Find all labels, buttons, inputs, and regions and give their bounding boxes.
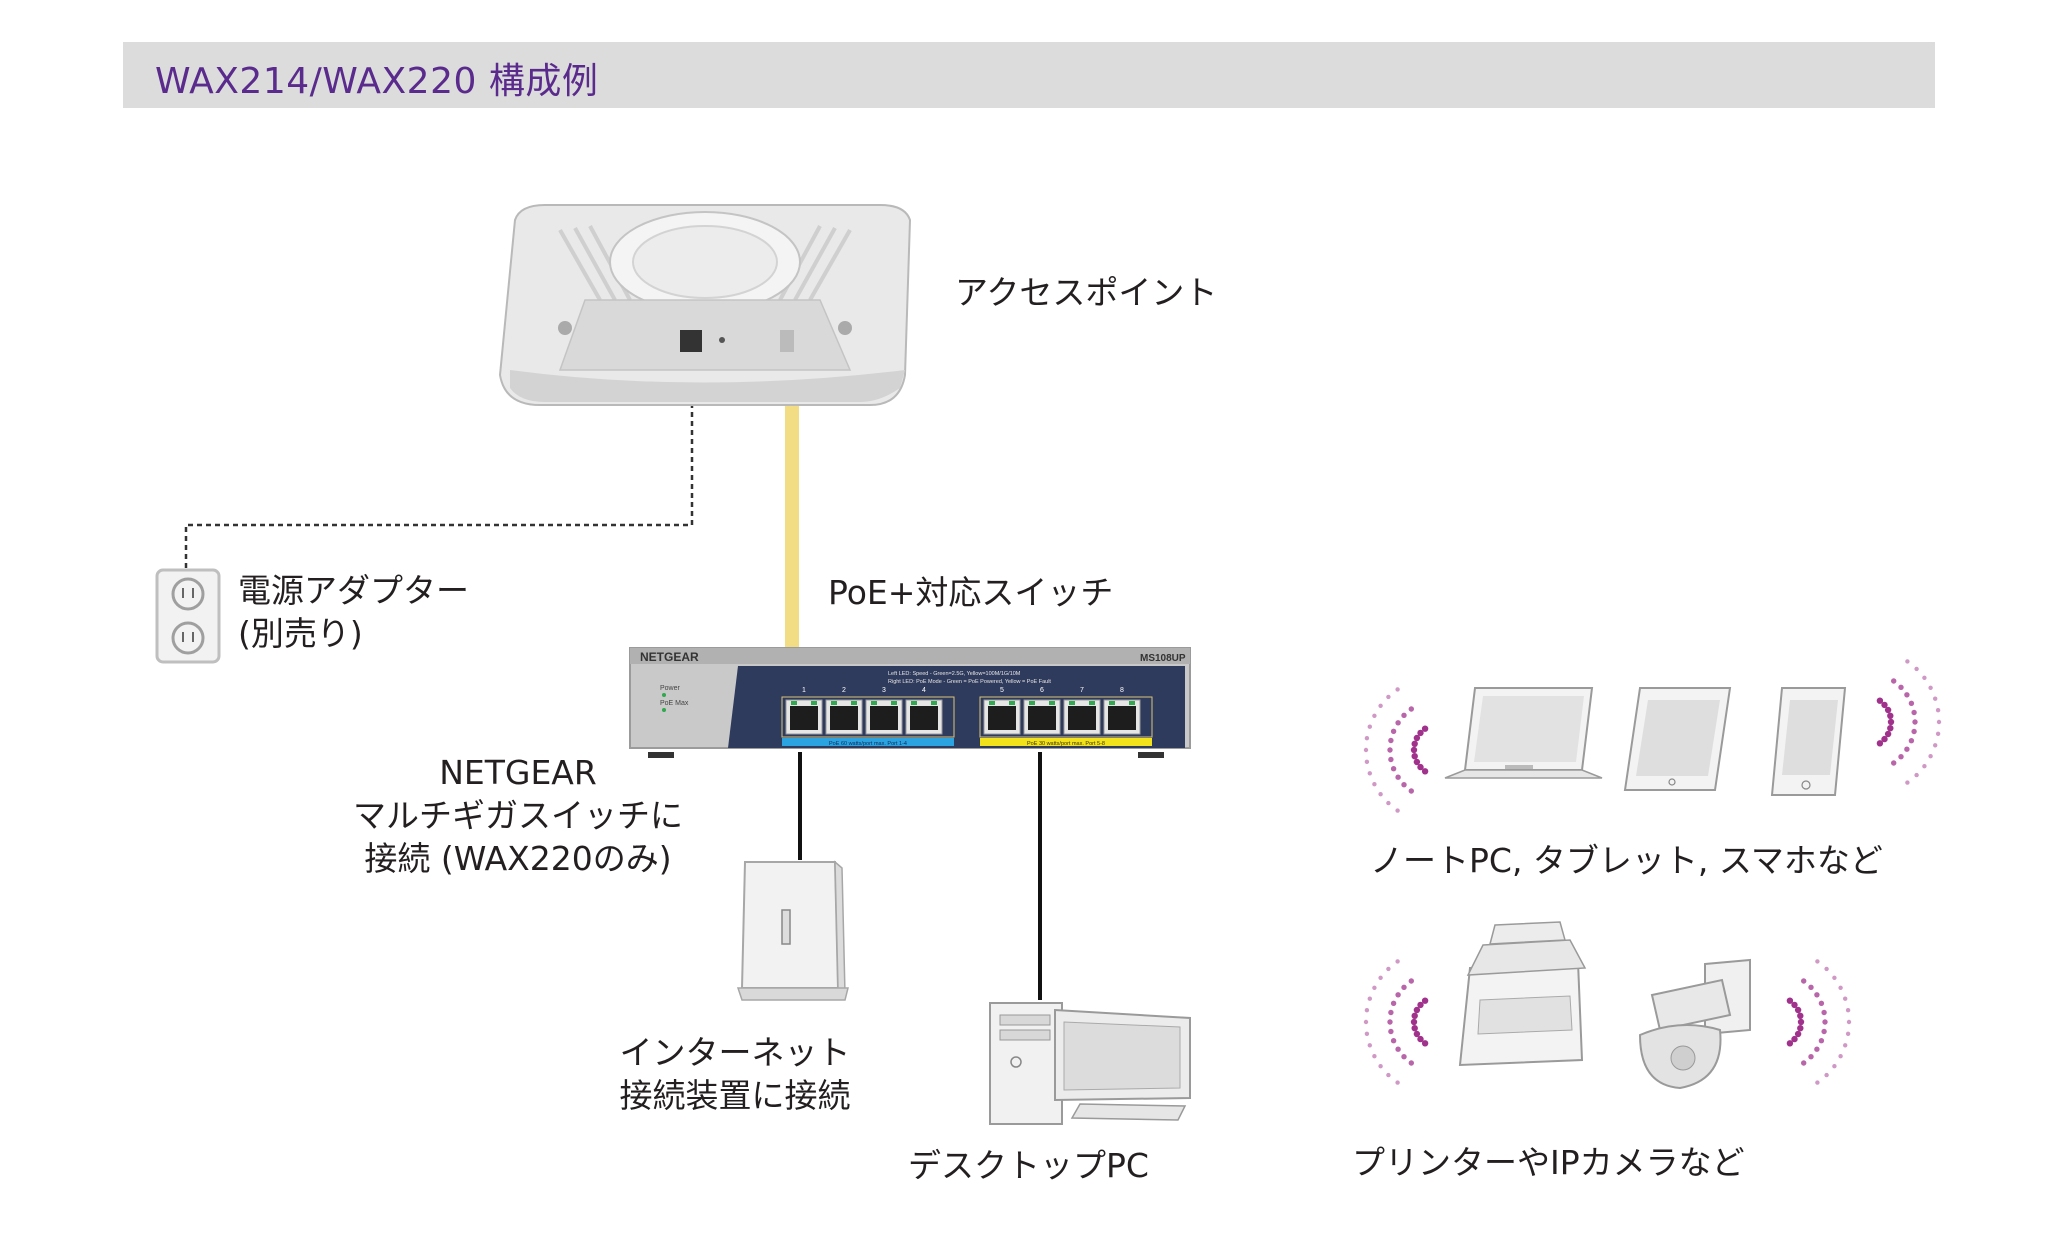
port-number-1: 1 <box>802 687 806 694</box>
printer-icon <box>1458 921 1587 1067</box>
switch-model: MS108UP <box>1140 653 1186 664</box>
switch-port-7: 7 <box>1063 687 1101 735</box>
switch-brand: NETGEAR <box>640 650 699 664</box>
power-adapter-line2: (別売り) <box>238 613 363 653</box>
title-banner: WAX214/WAX220 構成例 <box>123 42 1935 108</box>
power-cable <box>184 340 694 570</box>
laptop-icon <box>1444 687 1603 779</box>
port-number-3: 3 <box>882 687 886 694</box>
switch-legend-line2: Right LED: PoE Mode - Green = PoE Powere… <box>888 679 1051 685</box>
port-number-4: 4 <box>922 687 926 694</box>
port-number-8: 8 <box>1120 687 1124 694</box>
power-adapter-line1: 電源アダプター <box>238 571 469 610</box>
port-number-2: 2 <box>842 687 846 694</box>
internet-router-device <box>736 860 849 1001</box>
switch-port-8: 8 <box>1103 687 1141 735</box>
port-bar-right <box>980 738 1152 746</box>
port-bar-left <box>782 738 954 746</box>
power-led-label: Power <box>660 685 681 692</box>
switch-port-2: 2 <box>825 687 863 735</box>
port-bar-right-label: PoE 30 watts/port max. Port 5-8 <box>1027 741 1105 747</box>
poe-switch-label: PoE+対応スイッチ <box>828 573 1114 612</box>
switch-port-4: 4 <box>905 687 943 735</box>
switch-port-1: 1 <box>785 687 823 735</box>
wireless-devices-label: ノートPC, タブレット, スマホなど <box>1370 841 1883 880</box>
port-bar-left-label: PoE 60 watts/port max. Port 1-4 <box>829 741 907 747</box>
ip-camera-icon <box>1638 958 1751 1090</box>
page-title: WAX214/WAX220 構成例 <box>155 61 599 102</box>
printer-camera-label: プリンターやIPカメラなど <box>1352 1143 1745 1182</box>
wifi-signal-left-bottom-icon <box>1363 959 1429 1085</box>
port-number-5: 5 <box>1000 687 1004 694</box>
wifi-signal-right-top-icon <box>1876 659 1942 785</box>
wifi-signal-left-top-icon <box>1363 687 1429 813</box>
power-adapter-label: 電源アダプター (別売り) <box>238 570 469 656</box>
multigig-label: NETGEAR マルチギガスイッチに 接続 (WAX220のみ) <box>348 752 688 881</box>
desktop-pc-label: デスクトップPC <box>908 1146 1149 1185</box>
access-point-label: アクセスポイント <box>955 273 1218 312</box>
poe-led-label: PoE Max <box>660 700 689 707</box>
desktop-pc-device <box>989 1002 1191 1125</box>
poe-switch-device: NETGEAR MS108UP Power PoE Max Left LED: … <box>629 647 1191 758</box>
smartphone-icon <box>1770 687 1847 796</box>
wifi-signal-right-bottom-icon <box>1786 959 1852 1085</box>
switch-port-6: 6 <box>1023 687 1061 735</box>
switch-port-3: 3 <box>865 687 903 735</box>
tablet-icon <box>1623 687 1732 791</box>
port-number-6: 6 <box>1040 687 1044 694</box>
multigig-line1: NETGEAR <box>439 753 597 792</box>
multigig-line3: 接続 (WAX220のみ) <box>364 838 672 878</box>
access-point-device <box>498 204 912 406</box>
internet-line2: 接続装置に接続 <box>619 1075 851 1115</box>
internet-label: インターネット 接続装置に接続 <box>600 1032 870 1118</box>
port-number-7: 7 <box>1080 687 1084 694</box>
multigig-line2: マルチギガスイッチに <box>353 795 683 835</box>
switch-legend-line1: Left LED: Speed - Green=2.5G, Yellow=100… <box>888 671 1021 677</box>
power-outlet-icon <box>155 568 221 664</box>
internet-line1: インターネット <box>619 1033 851 1072</box>
switch-port-5: 5 <box>983 687 1021 735</box>
